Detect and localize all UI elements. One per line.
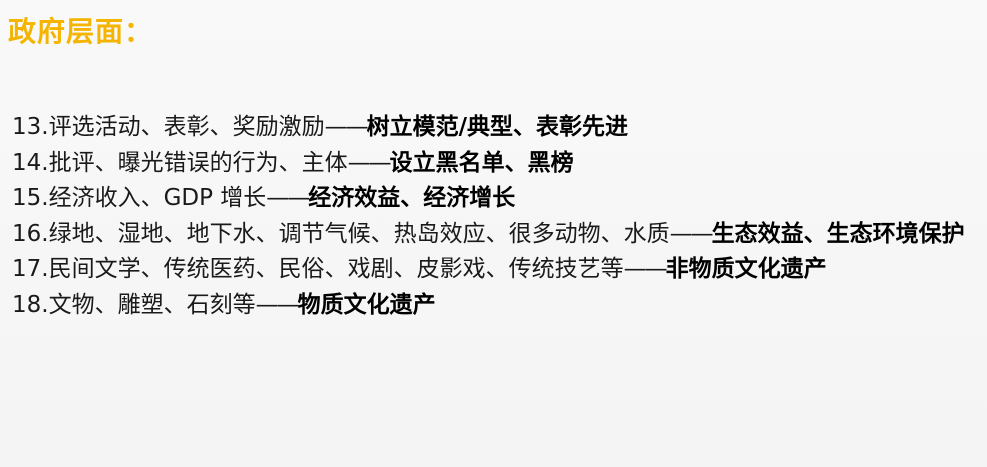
item-description: 经济收入、GDP 增长 xyxy=(48,185,267,211)
item-answer: 物质文化遗产 xyxy=(297,291,436,318)
item-dash: —— xyxy=(255,291,300,318)
list-item-17: 17.民间文学、传统医药、民俗、戏剧、皮影戏、传统技艺等——非物质文化遗产 xyxy=(12,252,982,288)
item-answer: 生态效益、生态环境保护 xyxy=(711,220,965,247)
item-description: 绿地、湿地、地下水、调节气候、热岛效应、很多动物、水质 xyxy=(48,220,670,247)
list-item-15: 15.经济收入、GDP 增长——经济效益、经济增长 xyxy=(12,181,982,217)
section-heading: 政府层面： xyxy=(8,15,154,48)
item-answer: 非物质文化遗产 xyxy=(665,256,827,282)
item-dash: —— xyxy=(266,185,310,211)
item-dash: —— xyxy=(347,149,392,176)
item-number: 16. xyxy=(12,220,49,247)
list-item-18: 18.文物、雕塑、石刻等——物质文化遗产 xyxy=(12,288,982,324)
item-number: 13. xyxy=(12,114,49,140)
list-item-14: 14.批评、曝光错误的行为、主体——设立黑名单、黑榜 xyxy=(12,146,982,182)
list-item-16: 16.绿地、湿地、地下水、调节气候、热岛效应、很多动物、水质——生态效益、生态环… xyxy=(12,217,977,253)
item-description: 民间文学、传统医药、民俗、戏剧、皮影戏、传统技艺等 xyxy=(48,256,624,282)
item-answer: 设立黑名单、黑榜 xyxy=(389,149,574,176)
item-description: 评选活动、表彰、奖励激励 xyxy=(48,114,325,140)
item-answer: 树立模范/典型、表彰先进 xyxy=(366,114,628,140)
item-dash: —— xyxy=(623,256,668,282)
item-list: 13.评选活动、表彰、奖励激励——树立模范/典型、表彰先进 14.批评、曝光错误… xyxy=(12,110,982,323)
item-description: 批评、曝光错误的行为、主体 xyxy=(48,149,348,176)
list-item-13: 13.评选活动、表彰、奖励激励——树立模范/典型、表彰先进 xyxy=(12,110,982,146)
item-number: 17. xyxy=(12,256,49,282)
item-dash: —— xyxy=(669,220,714,247)
item-dash: —— xyxy=(324,114,369,140)
item-number: 15. xyxy=(12,185,49,211)
item-answer: 经济效益、经济增长 xyxy=(308,185,516,211)
item-number: 14. xyxy=(12,149,49,176)
item-description: 文物、雕塑、石刻等 xyxy=(48,291,256,318)
item-number: 18. xyxy=(12,291,49,318)
